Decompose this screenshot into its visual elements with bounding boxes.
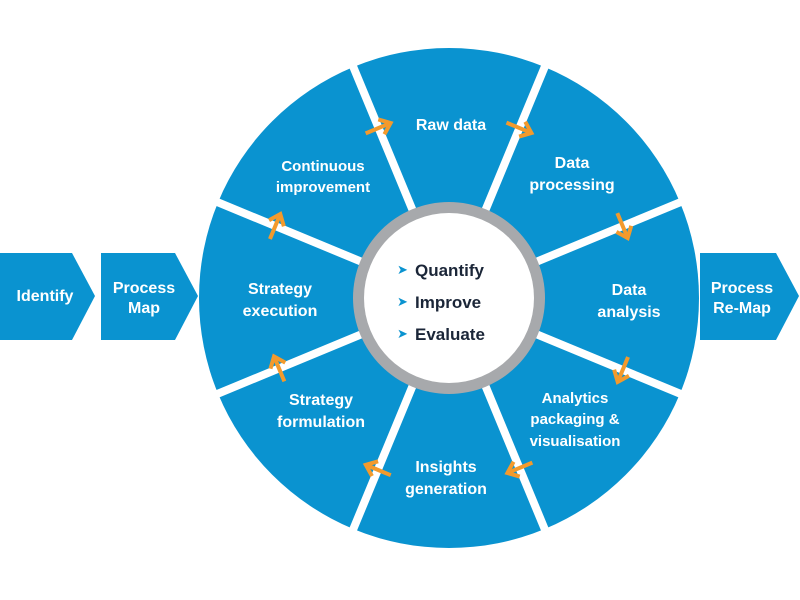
- segment-label: analysis: [597, 304, 660, 321]
- center-item-label: Evaluate: [415, 325, 485, 344]
- segment-label: Strategy: [248, 281, 312, 298]
- segment-label: execution: [243, 303, 318, 320]
- step-label: Re-Map: [713, 300, 771, 317]
- step-process-remap: Process Re-Map: [700, 253, 799, 340]
- segment-insights-generation: Insights generation: [405, 459, 487, 498]
- center-list: ➤ Quantify ➤ Improve ➤ Evaluate: [397, 261, 485, 344]
- center-item-improve: ➤ Improve: [397, 293, 481, 312]
- segment-strategy-formulation: Strategy formulation: [277, 392, 365, 431]
- clockwise-arrow-icon: [505, 120, 535, 139]
- segment-label: formulation: [277, 414, 365, 431]
- segment-divider: [479, 59, 551, 217]
- center-item-quantify: ➤ Quantify: [397, 261, 484, 280]
- segment-continuous-improvement: Continuous improvement: [276, 158, 370, 196]
- segment-divider: [210, 196, 368, 268]
- triangle-right-icon: ➤: [397, 262, 408, 277]
- segment-data-processing: Data processing: [529, 155, 614, 194]
- step-label: Process: [113, 280, 175, 297]
- segment-label: Data: [555, 155, 590, 172]
- segment-data-analysis: Data analysis: [597, 282, 660, 321]
- step-label: Process: [711, 280, 773, 297]
- segment-divider: [479, 379, 551, 537]
- step-process-map: Process Map: [101, 253, 198, 340]
- segment-label: improvement: [276, 179, 370, 196]
- segment-label: visualisation: [530, 433, 621, 450]
- segment-analytics-packaging: Analytics packaging & visualisation: [530, 390, 621, 450]
- clockwise-arrow-icon: [362, 459, 392, 478]
- clockwise-arrow-icon: [268, 211, 286, 240]
- clockwise-arrow-icon: [268, 353, 287, 383]
- segment-label: generation: [405, 481, 487, 498]
- segment-label: Data: [612, 282, 647, 299]
- segment-divider: [210, 328, 368, 400]
- step-label: Map: [128, 300, 160, 317]
- segment-label: Raw data: [416, 117, 486, 134]
- clockwise-arrow-icon: [504, 460, 534, 479]
- center-item-label: Improve: [415, 293, 481, 312]
- triangle-right-icon: ➤: [397, 326, 408, 341]
- segment-label: Analytics: [542, 390, 609, 407]
- center-item-label: Quantify: [415, 261, 484, 280]
- step-label: Identify: [17, 288, 74, 305]
- segment-strategy-execution: Strategy execution: [243, 281, 318, 320]
- center-item-evaluate: ➤ Evaluate: [397, 325, 485, 344]
- center-disc: [364, 213, 534, 383]
- segment-label: Strategy: [289, 392, 353, 409]
- segment-label: Continuous: [281, 158, 364, 175]
- triangle-right-icon: ➤: [397, 294, 408, 309]
- segment-divider: [530, 328, 688, 400]
- segment-label: Insights: [415, 459, 476, 476]
- segment-label: packaging &: [530, 411, 619, 428]
- segment-divider: [347, 59, 419, 217]
- segment-divider: [347, 379, 419, 537]
- segment-raw-data: Raw data: [416, 117, 486, 134]
- clockwise-arrow-icon: [615, 212, 634, 242]
- clockwise-arrow-icon: [364, 117, 394, 136]
- segment-divider: [530, 196, 688, 268]
- step-identify: Identify: [0, 253, 95, 340]
- clockwise-arrow-icon: [612, 356, 630, 385]
- segment-label: processing: [529, 177, 614, 194]
